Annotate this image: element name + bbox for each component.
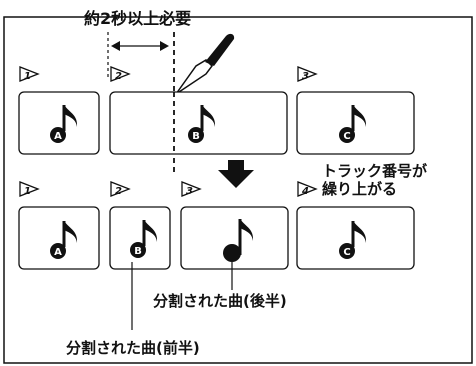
svg-text:2: 2	[115, 186, 122, 197]
badge-a: A	[50, 127, 66, 143]
svg-text:3: 3	[186, 186, 193, 197]
track-flag-1-bottom: 1	[19, 181, 40, 197]
renumber-label-line2: 繰り上がる	[322, 180, 397, 198]
svg-text:1: 1	[24, 71, 31, 82]
track-box-bottom-b-first-half	[109, 206, 171, 270]
badge-bottom-b: B	[130, 242, 146, 258]
svg-text:1: 1	[24, 186, 31, 197]
second-half-label: 分割された曲(後半)	[153, 292, 287, 310]
svg-text:C: C	[343, 247, 350, 258]
renumber-label-line1: トラック番号が	[322, 162, 428, 180]
track-box-bottom-c	[296, 206, 415, 270]
arrow-down-icon	[218, 160, 254, 188]
track-flag-2-bottom: 2	[110, 181, 131, 197]
first-half-label: 分割された曲(前半)	[66, 339, 200, 357]
track-box-bottom-b-second-half	[180, 206, 289, 270]
svg-text:B: B	[134, 246, 142, 257]
track-box-c	[296, 91, 415, 155]
track-flag-3-top: 3	[297, 66, 318, 82]
svg-text:A: A	[54, 247, 62, 258]
badge-c: C	[339, 127, 355, 143]
svg-text:3: 3	[302, 71, 309, 82]
track-box-a	[18, 91, 100, 155]
badge-b: B	[188, 127, 204, 143]
outer-frame	[3, 16, 473, 364]
double-arrow-icon	[111, 41, 169, 51]
time-note-label: 約2秒以上必要	[84, 9, 191, 28]
track-flag-3-bottom: 3	[181, 181, 202, 197]
svg-text:B: B	[192, 131, 200, 142]
svg-text:C: C	[343, 131, 350, 142]
knife-icon	[175, 33, 235, 95]
badge-bottom-c: C	[339, 243, 355, 259]
track-flag-1-top: 1	[19, 66, 40, 82]
music-note-icon	[223, 219, 254, 262]
track-box-b	[109, 91, 288, 155]
track-flag-4-bottom: 4	[297, 181, 318, 197]
badge-bottom-a: A	[50, 243, 66, 259]
track-flag-2-top: 2	[110, 66, 131, 82]
track-box-bottom-a	[18, 206, 100, 270]
svg-text:4: 4	[301, 186, 309, 197]
svg-text:A: A	[54, 131, 62, 142]
svg-text:2: 2	[115, 71, 122, 82]
